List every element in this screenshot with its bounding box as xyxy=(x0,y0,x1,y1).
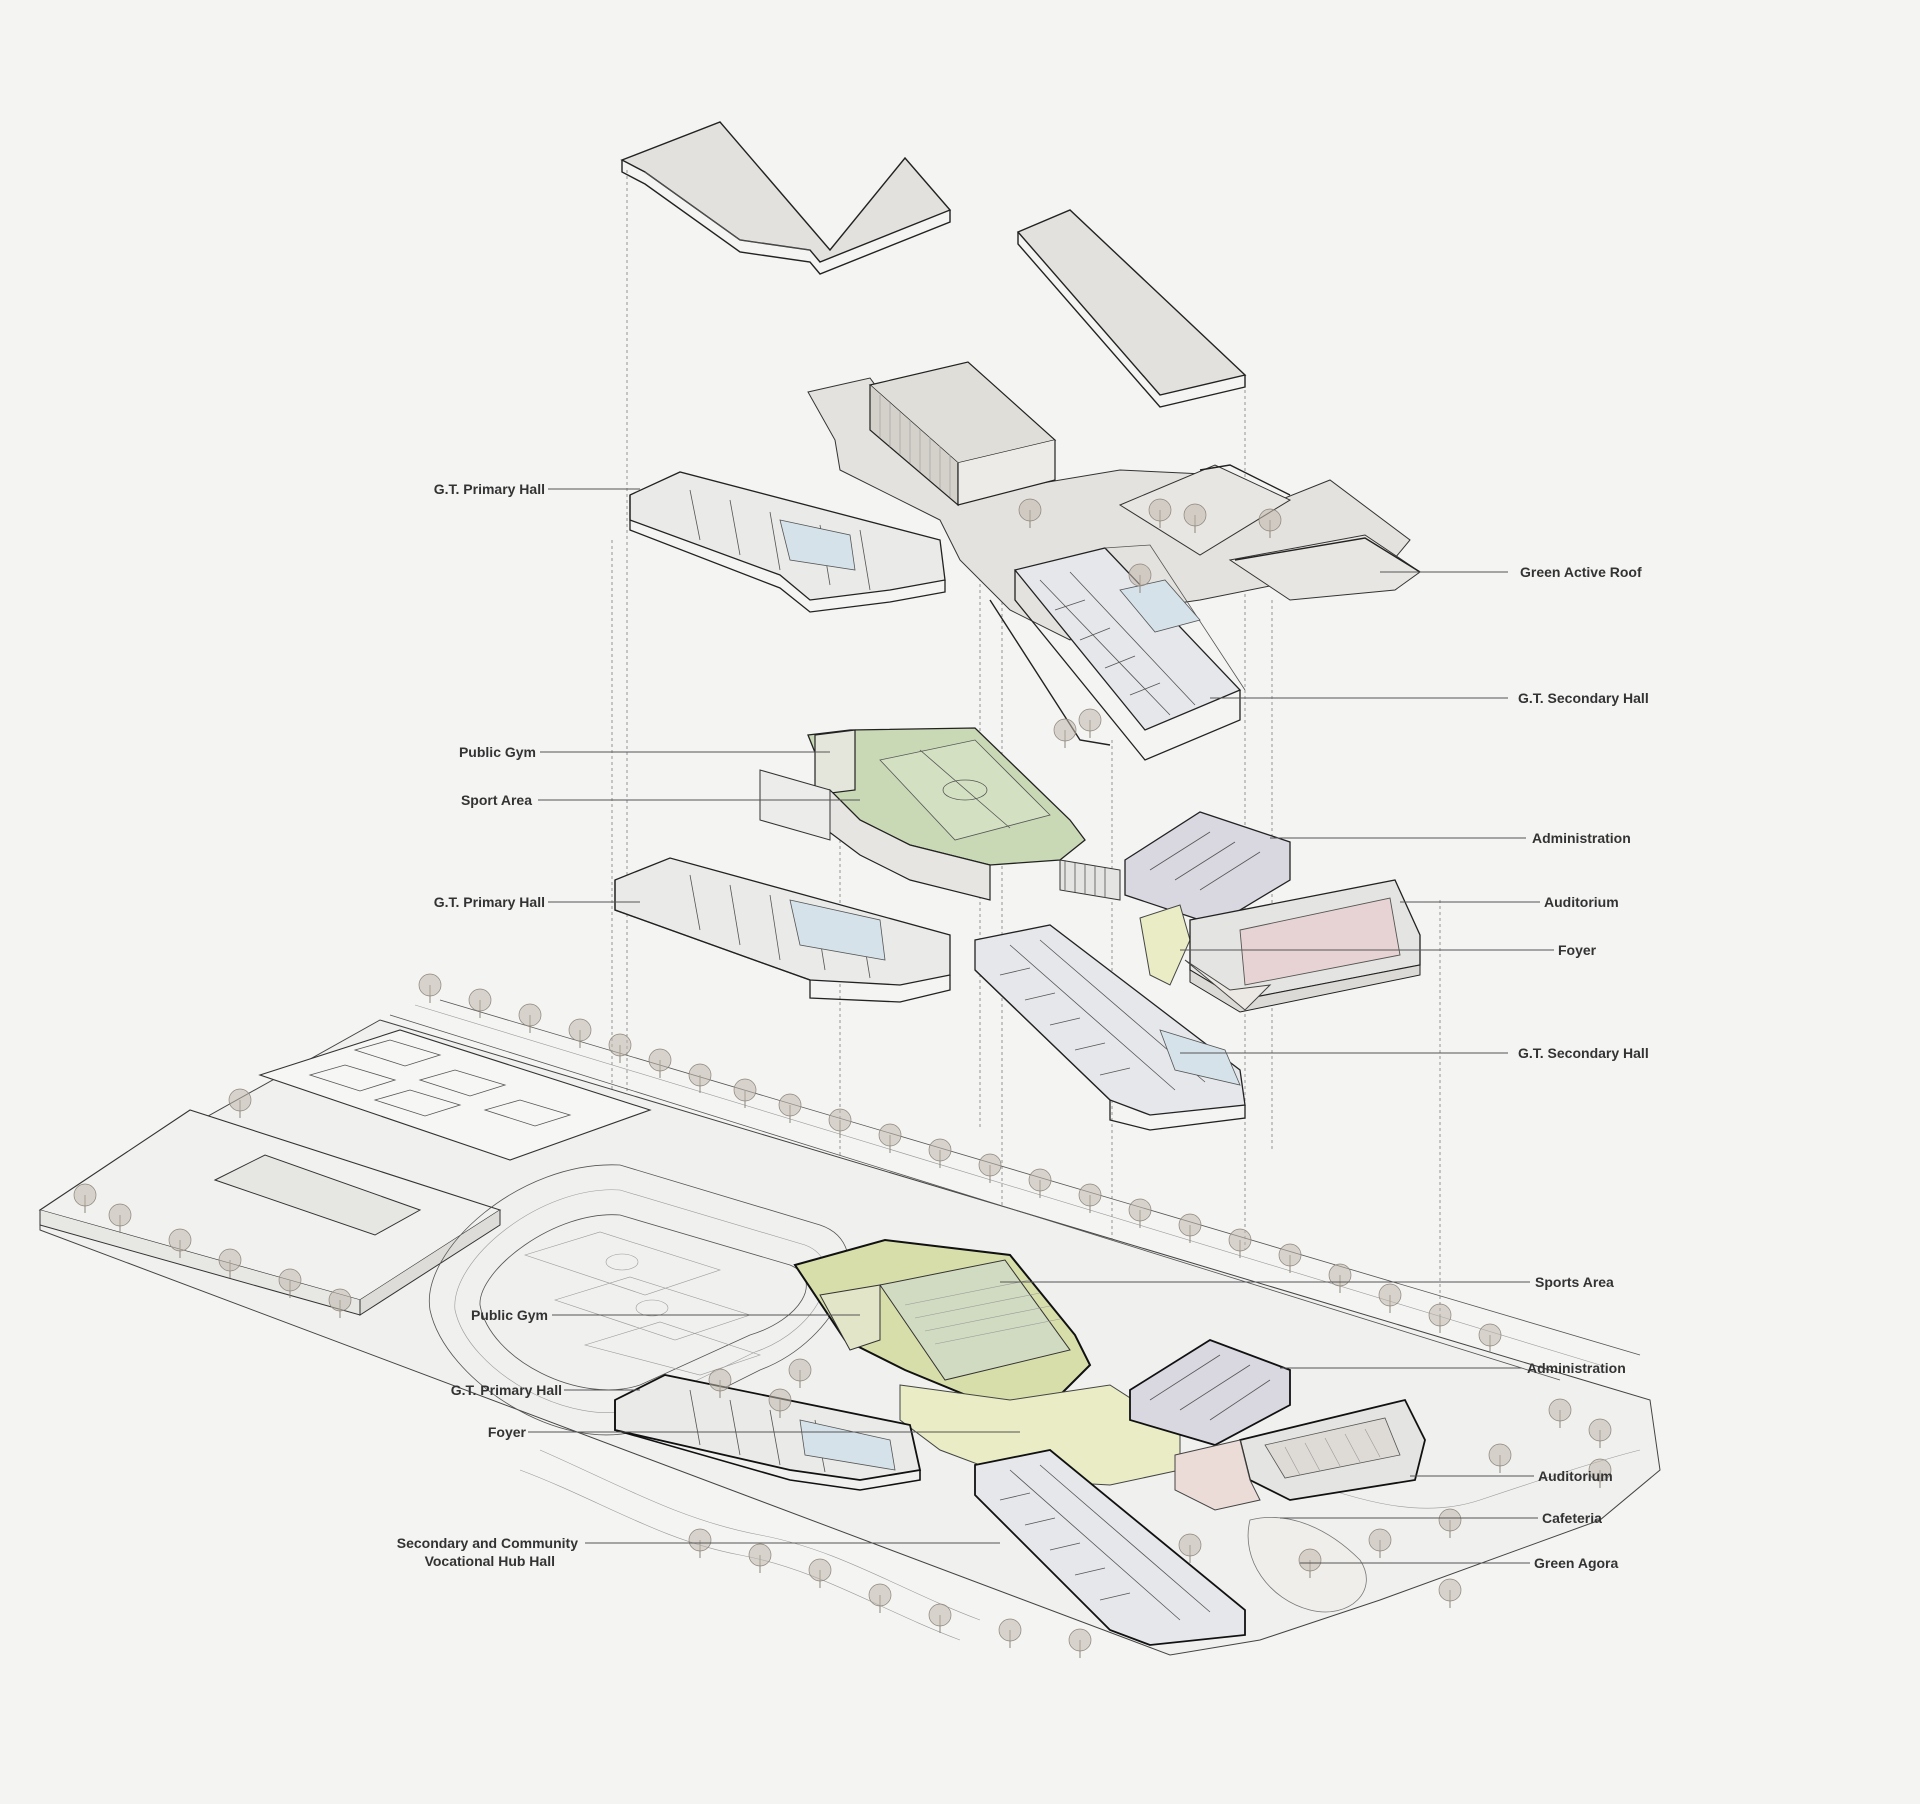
tree-canopy xyxy=(808,1558,832,1582)
tree-canopy xyxy=(708,1368,732,1392)
tree-canopy xyxy=(768,1388,792,1412)
label-secondary-community-line1: Secondary and Community xyxy=(397,1535,578,1551)
tree-canopy xyxy=(778,1093,802,1117)
tree-canopy xyxy=(1028,1168,1052,1192)
tree-canopy xyxy=(1588,1458,1612,1482)
tree-canopy xyxy=(568,1018,592,1042)
tree-canopy xyxy=(868,1583,892,1607)
label-green-agora: Green Agora xyxy=(1534,1555,1618,1571)
tree-canopy xyxy=(1178,1533,1202,1557)
label-foyer-upper: Foyer xyxy=(1558,942,1597,958)
tree-canopy xyxy=(748,1543,772,1567)
tree-canopy xyxy=(1328,1263,1352,1287)
roof-level xyxy=(629,361,1421,761)
tree-canopy xyxy=(978,1153,1002,1177)
tree-canopy xyxy=(648,1048,672,1072)
tree-canopy xyxy=(1588,1418,1612,1442)
tree-canopy xyxy=(733,1078,757,1102)
tree-canopy xyxy=(228,1088,252,1112)
tree-canopy xyxy=(928,1138,952,1162)
trees xyxy=(73,498,1612,1658)
label-gt-secondary-hall-upper: G.T. Secondary Hall xyxy=(1518,1045,1649,1061)
tree-canopy xyxy=(1378,1283,1402,1307)
label-auditorium-ground: Auditorium xyxy=(1538,1468,1613,1484)
tree-canopy xyxy=(1078,1183,1102,1207)
tree-canopy xyxy=(168,1228,192,1252)
tree-canopy xyxy=(788,1358,812,1382)
tree-canopy xyxy=(1278,1243,1302,1267)
tree-canopy xyxy=(518,1003,542,1027)
tree-canopy xyxy=(328,1288,352,1312)
tree-canopy xyxy=(688,1528,712,1552)
label-cafeteria: Cafeteria xyxy=(1542,1510,1602,1526)
tree-canopy xyxy=(608,1033,632,1057)
tree-canopy xyxy=(1438,1578,1462,1602)
label-secondary-community-line2: Vocational Hub Hall xyxy=(425,1553,555,1569)
tree-canopy xyxy=(278,1268,302,1292)
tree-canopy xyxy=(828,1108,852,1132)
labels: G.T. Primary Hall Green Active Roof G.T.… xyxy=(397,481,1649,1571)
tree-canopy xyxy=(1148,498,1172,522)
tree-canopy xyxy=(1488,1443,1512,1467)
label-foyer-ground: Foyer xyxy=(488,1424,527,1440)
label-gt-primary-hall-ground: G.T. Primary Hall xyxy=(451,1382,562,1398)
tree-canopy xyxy=(1178,1213,1202,1237)
tree-canopy xyxy=(418,973,442,997)
tree-canopy xyxy=(73,1183,97,1207)
middle-level xyxy=(614,727,1421,1131)
tree-canopy xyxy=(1128,1198,1152,1222)
tree-canopy xyxy=(1438,1508,1462,1532)
tree-canopy xyxy=(1053,718,1077,742)
tree-canopy xyxy=(1018,498,1042,522)
tree-canopy xyxy=(1128,563,1152,587)
label-public-gym-upper: Public Gym xyxy=(459,744,536,760)
label-public-gym-ground: Public Gym xyxy=(471,1307,548,1323)
tree-canopy xyxy=(1478,1323,1502,1347)
label-auditorium-upper: Auditorium xyxy=(1544,894,1619,910)
tree-canopy xyxy=(1228,1228,1252,1252)
tree-canopy xyxy=(688,1063,712,1087)
tree-canopy xyxy=(108,1203,132,1227)
roof-slab-primary xyxy=(620,121,952,275)
tree-canopy xyxy=(1428,1303,1452,1327)
label-administration-ground: Administration xyxy=(1527,1360,1626,1376)
tree-canopy xyxy=(218,1248,242,1272)
label-sports-area: Sports Area xyxy=(1535,1274,1614,1290)
tree-canopy xyxy=(1298,1548,1322,1572)
tree-canopy xyxy=(1078,708,1102,732)
tree-canopy xyxy=(928,1603,952,1627)
label-gt-secondary-hall-roof: G.T. Secondary Hall xyxy=(1518,690,1649,706)
label-gt-primary-hall-roof: G.T. Primary Hall xyxy=(434,481,545,497)
tree-canopy xyxy=(1548,1398,1572,1422)
ground-floor-buildings xyxy=(614,1238,1426,1646)
tree-canopy xyxy=(1368,1528,1392,1552)
tree-canopy xyxy=(998,1618,1022,1642)
label-sport-area: Sport Area xyxy=(461,792,532,808)
label-green-active-roof: Green Active Roof xyxy=(1520,564,1642,580)
tree-canopy xyxy=(1068,1628,1092,1652)
tree-canopy xyxy=(878,1123,902,1147)
tree-canopy xyxy=(1258,508,1282,532)
label-gt-primary-hall-upper: G.T. Primary Hall xyxy=(434,894,545,910)
tree-canopy xyxy=(1183,503,1207,527)
tree-canopy xyxy=(468,988,492,1012)
leader-lines xyxy=(528,488,1554,1564)
roof-slab-secondary xyxy=(1016,209,1247,408)
label-administration-upper: Administration xyxy=(1532,830,1631,846)
